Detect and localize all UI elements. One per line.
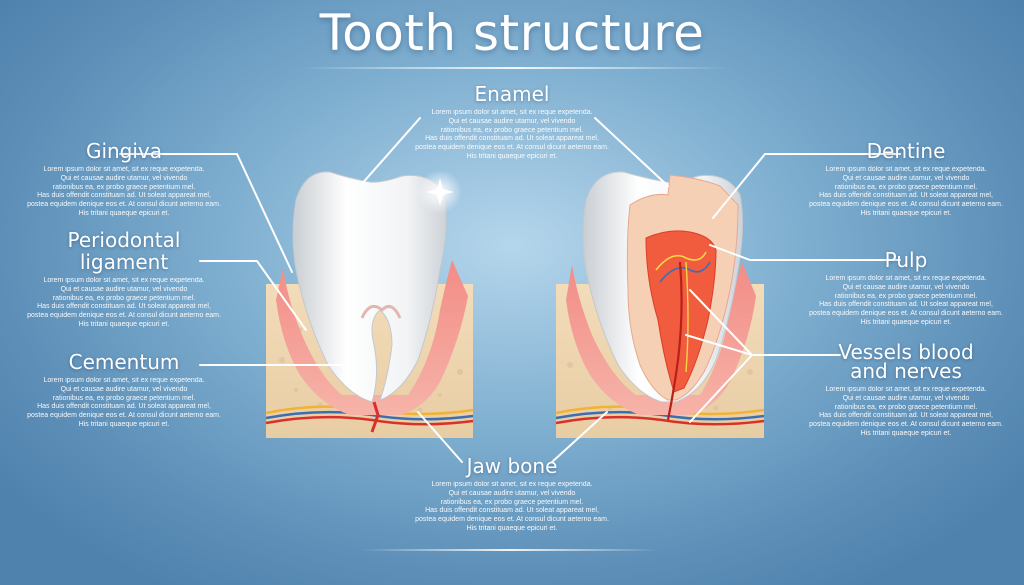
leader-enamel-left	[359, 117, 421, 187]
vessel-red-left	[265, 415, 474, 426]
left-tooth	[265, 170, 474, 438]
label-vessels-nerves: Vessels blood and nerves Lorem ipsum dol…	[796, 341, 1016, 439]
leader-periodontal	[199, 260, 307, 331]
leader-enamel-right	[594, 117, 669, 187]
leader-jawbone-right	[551, 411, 608, 463]
leader-dentine	[712, 153, 901, 219]
label-periodontal-ligament: Periodontal ligament Lorem ipsum dolor s…	[14, 229, 234, 330]
title-underline	[300, 67, 730, 69]
label-cementum: Cementum Lorem ipsum dolor sit amet, sit…	[14, 351, 234, 430]
pulp-vessel-yellow	[655, 251, 707, 271]
gingiva-left	[276, 260, 468, 415]
label-gingiva: Gingiva Lorem ipsum dolor sit amet, sit …	[14, 140, 234, 219]
label-pulp-heading: Pulp	[884, 248, 928, 272]
label-vessels-heading-2: and nerves	[850, 359, 962, 383]
pulp-vessel-blue	[659, 261, 711, 283]
leader-jawbone-left	[417, 411, 463, 463]
pulp-description: Lorem ipsum dolor sit amet, sit ex reque…	[809, 275, 1003, 326]
pulp-vessel-main	[666, 261, 683, 421]
pulp-nerve-yellow	[685, 261, 689, 373]
label-jaw-bone-heading: Jaw bone	[466, 454, 558, 478]
dentine-description: Lorem ipsum dolor sit amet, sit ex reque…	[809, 166, 1003, 217]
label-jaw-bone: Jaw bone Lorem ipsum dolor sit amet, sit…	[402, 455, 622, 534]
gingiva-description: Lorem ipsum dolor sit amet, sit ex reque…	[27, 166, 221, 217]
right-tooth	[555, 171, 765, 438]
label-gingiva-heading: Gingiva	[85, 139, 163, 163]
label-pulp: Pulp Lorem ipsum dolor sit amet, sit ex …	[796, 249, 1016, 328]
vessels-description: Lorem ipsum dolor sit amet, sit ex reque…	[809, 386, 1003, 437]
bottom-glow-line	[360, 549, 660, 551]
label-cementum-heading: Cementum	[68, 350, 180, 374]
periodontal-description: Lorem ipsum dolor sit amet, sit ex reque…	[27, 277, 221, 328]
sparkle-star	[426, 178, 454, 206]
label-dentine-heading: Dentine	[866, 139, 946, 163]
enamel-description: Lorem ipsum dolor sit amet, sit ex reque…	[415, 109, 609, 160]
vessel-red-right	[555, 415, 765, 426]
label-vessels-heading-1: Vessels blood	[838, 340, 974, 364]
leader-gingiva	[119, 153, 293, 273]
label-enamel-heading: Enamel	[474, 82, 550, 106]
cementum-description: Lorem ipsum dolor sit amet, sit ex reque…	[27, 377, 221, 428]
leader-vessels-c	[689, 354, 753, 423]
leader-pulp	[709, 244, 901, 261]
label-periodontal-heading-2: ligament	[79, 250, 169, 274]
left-tooth-root-split	[360, 304, 402, 319]
label-periodontal-heading-1: Periodontal	[67, 228, 181, 252]
label-enamel: Enamel Lorem ipsum dolor sit amet, sit e…	[402, 83, 622, 162]
label-dentine: Dentine Lorem ipsum dolor sit amet, sit …	[796, 140, 1016, 219]
page-title: Tooth structure	[319, 4, 705, 62]
gingiva-right	[566, 262, 756, 415]
jaw-bone-description: Lorem ipsum dolor sit amet, sit ex reque…	[415, 481, 609, 532]
leader-vessels-b	[685, 334, 753, 356]
left-tooth-nerve	[370, 401, 380, 433]
